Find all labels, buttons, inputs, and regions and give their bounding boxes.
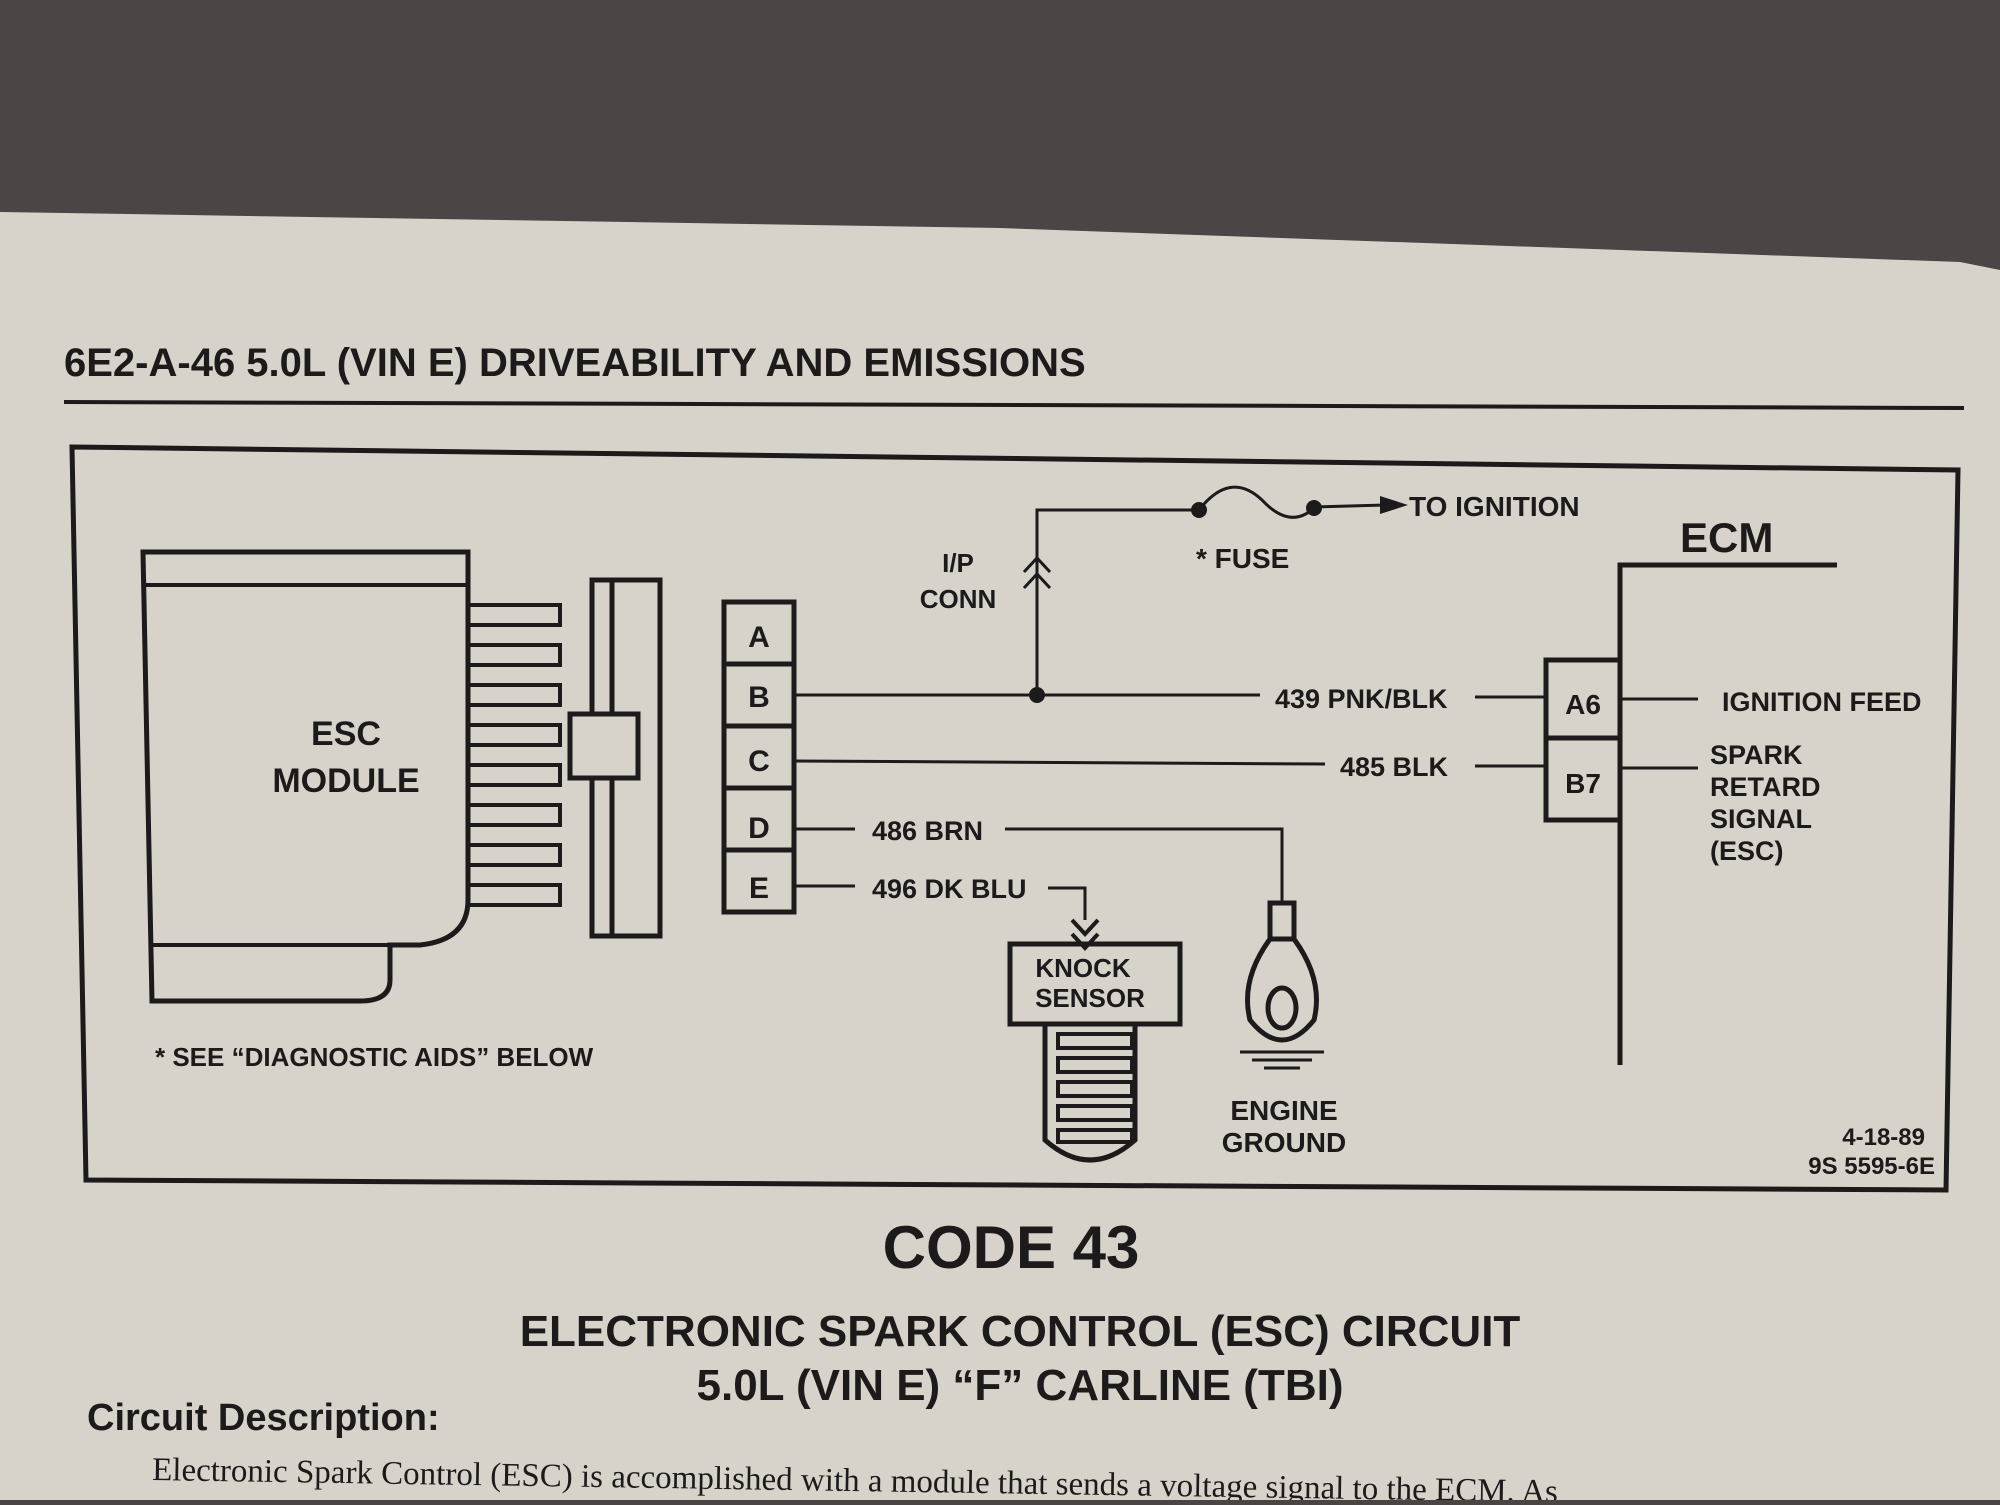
caption-line-2: 5.0L (VIN E) “F” CARLINE (TBI) — [697, 1361, 1344, 1410]
fuse-terminal — [1306, 500, 1322, 516]
arrow-icon — [1380, 496, 1408, 514]
diagnostic-aids-note: * SEE “DIAGNOSTIC AIDS” BELOW — [155, 1042, 594, 1072]
ip-conn-label-1: I/P — [942, 548, 974, 578]
engine-ground-label-1: ENGINE — [1230, 1095, 1337, 1126]
knock-sensor-label-2: SENSOR — [1035, 983, 1145, 1013]
wire-485: 485 BLK — [1340, 752, 1449, 782]
fuse-label: * FUSE — [1196, 543, 1289, 574]
ecm-pin-a6: A6 — [1565, 689, 1601, 720]
splice-dot — [1029, 687, 1045, 703]
pin-e: E — [749, 872, 769, 905]
ecm-label: ECM — [1680, 514, 1773, 561]
spark-retard-label-1: SPARK — [1710, 740, 1803, 770]
spark-retard-label-4: (ESC) — [1710, 836, 1784, 866]
diagram-date: 4-18-89 — [1842, 1124, 1925, 1151]
wires — [793, 485, 1546, 951]
page-header: 6E2-A-46 5.0L (VIN E) DRIVEABILITY AND E… — [64, 341, 1086, 385]
ip-conn-label-2: CONN — [920, 584, 997, 614]
fuse-terminal — [1191, 502, 1207, 518]
pin-c: C — [748, 745, 770, 778]
pin-b: B — [748, 681, 770, 714]
wire-486: 486 BRN — [872, 816, 983, 846]
diagram-ref: 9S 5595-6E — [1808, 1153, 1935, 1180]
esc-module: ESC MODULE — [140, 549, 562, 1004]
engine-ground-label-2: GROUND — [1222, 1127, 1346, 1158]
page — [0, 212, 2000, 1500]
pin-a: A — [748, 621, 770, 654]
diagram-frame — [69, 444, 1961, 1193]
esc-label-2: MODULE — [272, 762, 419, 800]
connector — [567, 577, 797, 939]
caption-line-1: ELECTRONIC SPARK CONTROL (ESC) CIRCUIT — [520, 1307, 1521, 1356]
code-title: CODE 43 — [883, 1214, 1140, 1281]
wire-496: 496 DK BLU — [872, 874, 1027, 904]
esc-label-1: ESC — [311, 715, 381, 753]
ground-icon — [1240, 900, 1324, 1070]
wire-439: 439 PNK/BLK — [1275, 684, 1448, 714]
to-ignition-label: TO IGNITION — [1409, 491, 1580, 522]
knock-sensor — [1007, 941, 1183, 1163]
section-heading: Circuit Description: — [87, 1397, 440, 1439]
header-rule — [63, 400, 1965, 410]
spark-retard-label-3: SIGNAL — [1710, 804, 1812, 834]
ecm — [1543, 562, 1837, 1065]
spark-retard-label-2: RETARD — [1710, 772, 1821, 802]
ignition-feed-label: IGNITION FEED — [1722, 687, 1922, 717]
pin-d: D — [748, 812, 770, 845]
ecm-pin-b7: B7 — [1565, 768, 1601, 799]
knock-sensor-label-1: KNOCK — [1035, 953, 1131, 983]
